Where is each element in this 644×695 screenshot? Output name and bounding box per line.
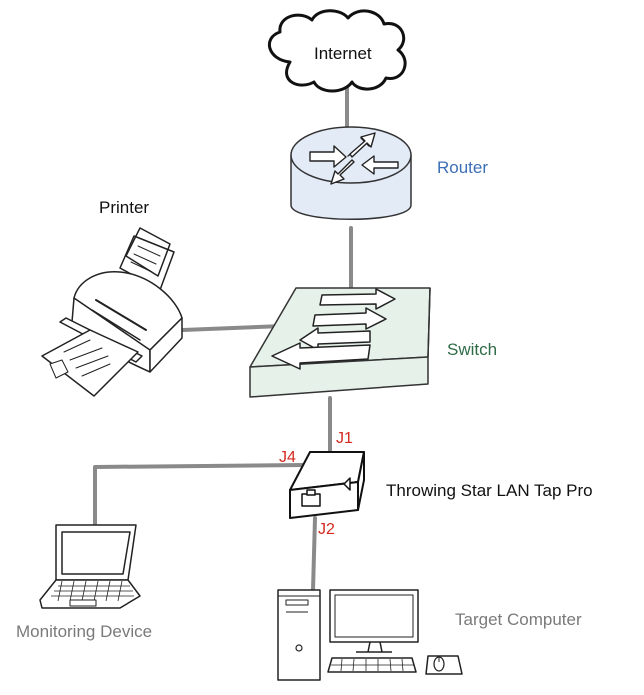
port-j1-label: J1	[336, 430, 353, 447]
printer-icon	[41, 227, 183, 397]
switch-label: Switch	[447, 340, 498, 359]
router-icon	[290, 126, 412, 220]
port-j4-label: J4	[279, 449, 296, 466]
cables	[93, 86, 353, 592]
port-j2-label: J2	[318, 521, 335, 538]
internet-label: Internet	[314, 44, 372, 63]
cable-printer-switch	[181, 324, 285, 332]
monitoring-device-label: Monitoring Device	[16, 622, 153, 641]
printer-label: Printer	[99, 198, 150, 217]
cable-tap-monitoring	[93, 463, 306, 527]
laptop-icon	[39, 524, 141, 609]
router-label: Router	[437, 158, 489, 177]
cable-tap-target	[311, 516, 317, 592]
target-computer-label: Target Computer	[455, 610, 582, 629]
switch-icon	[249, 287, 431, 398]
lan-tap-label: Throwing Star LAN Tap Pro	[386, 481, 593, 500]
lan-tap-icon	[289, 451, 365, 519]
desktop-computer-icon	[277, 589, 463, 681]
cloud-icon	[267, 9, 407, 93]
